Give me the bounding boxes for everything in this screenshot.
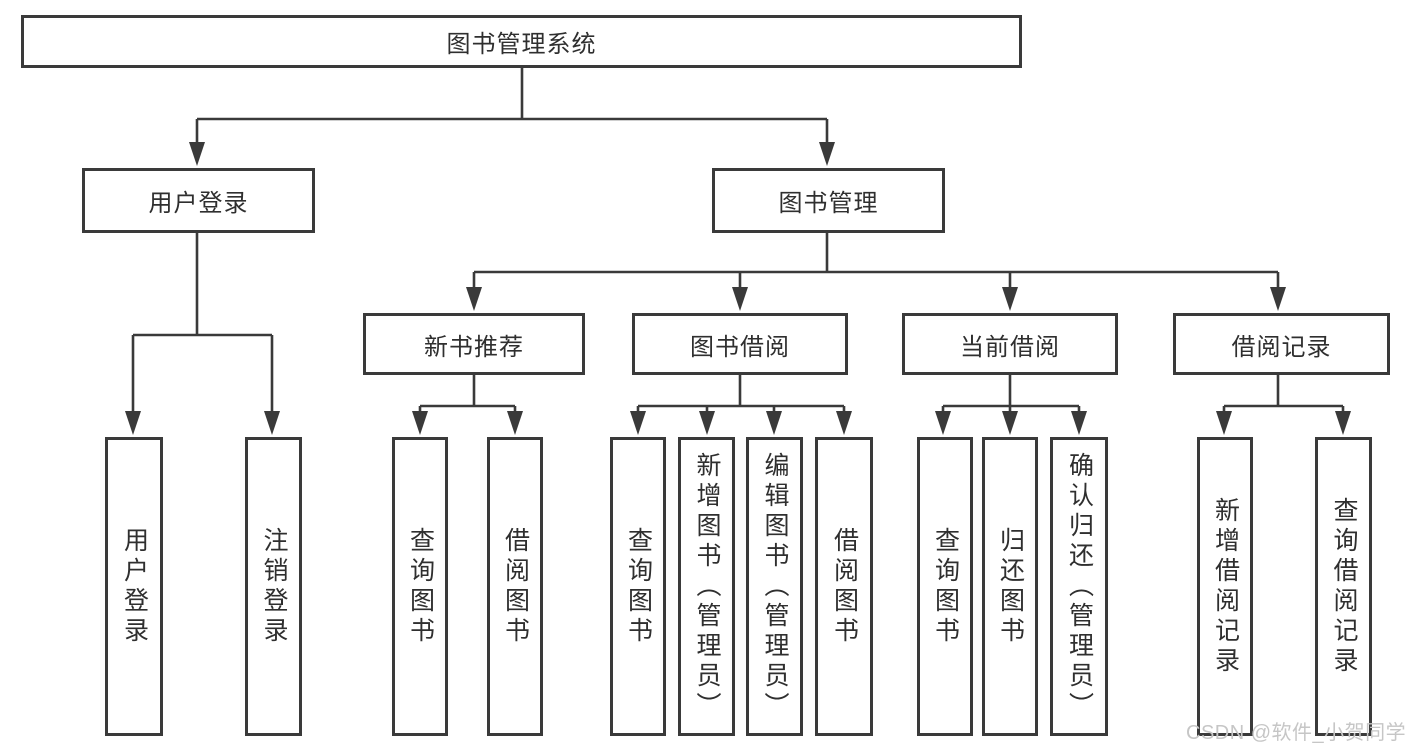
- leaf-borrow-add-book: 新增图书（管理员）: [678, 437, 735, 736]
- leaf-borrow-borrow-book-label: 借阅图书: [830, 526, 859, 647]
- arrowheads: [125, 142, 1351, 435]
- leaf-borrow-query-book: 查询图书: [610, 437, 666, 736]
- leaf-record-query-record-label: 查询借阅记录: [1330, 496, 1358, 677]
- leaf-logout-login: 注销登录: [245, 437, 302, 736]
- leaf-borrow-edit-book-label: 编辑图书（管理员）: [761, 451, 789, 722]
- leaf-current-query-book: 查询图书: [917, 437, 973, 736]
- node-root-label: 图书管理系统: [446, 31, 597, 58]
- leaf-borrow-query-book-label: 查询图书: [624, 526, 653, 647]
- node-new-book-recommend-label: 新书推荐: [424, 333, 524, 361]
- leaf-record-add-record-label: 新增借阅记录: [1211, 496, 1240, 677]
- leaf-current-return-book-label: 归还图书: [996, 526, 1025, 647]
- node-current-borrow-label: 当前借阅: [960, 333, 1060, 361]
- node-new-book-recommend: 新书推荐: [363, 313, 585, 375]
- leaf-recommend-query-book: 查询图书: [392, 437, 448, 736]
- node-book-management: 图书管理: [712, 168, 945, 233]
- node-book-management-label: 图书管理: [778, 190, 879, 217]
- leaf-record-add-record: 新增借阅记录: [1197, 437, 1253, 736]
- node-current-borrow: 当前借阅: [902, 313, 1118, 375]
- leaf-user-login: 用户登录: [105, 437, 163, 736]
- node-root: 图书管理系统: [21, 15, 1022, 68]
- leaf-recommend-query-book-label: 查询图书: [406, 526, 435, 647]
- node-book-borrow: 图书借阅: [632, 313, 848, 375]
- node-borrow-record: 借阅记录: [1173, 313, 1390, 375]
- leaf-recommend-borrow-book: 借阅图书: [487, 437, 543, 736]
- csdn-watermark: CSDN @软件_小贺同学: [1186, 722, 1405, 744]
- leaf-logout-login-label: 注销登录: [260, 526, 288, 647]
- leaf-current-return-book: 归还图书: [982, 437, 1038, 736]
- leaf-borrow-add-book-label: 新增图书（管理员）: [693, 451, 721, 722]
- leaf-current-confirm-return: 确认归还（管理员）: [1050, 437, 1108, 736]
- node-borrow-record-label: 借阅记录: [1231, 333, 1332, 361]
- leaf-current-query-book-label: 查询图书: [931, 526, 960, 647]
- leaf-current-confirm-return-label: 确认归还（管理员）: [1065, 451, 1094, 722]
- leaf-recommend-borrow-book-label: 借阅图书: [501, 526, 530, 647]
- leaf-record-query-record: 查询借阅记录: [1315, 437, 1372, 736]
- leaf-user-login-label: 用户登录: [120, 526, 149, 647]
- leaf-borrow-borrow-book: 借阅图书: [815, 437, 873, 736]
- node-user-login: 用户登录: [82, 168, 315, 233]
- leaf-borrow-edit-book: 编辑图书（管理员）: [746, 437, 803, 736]
- node-user-login-label: 用户登录: [148, 190, 249, 217]
- node-book-borrow-label: 图书借阅: [690, 333, 790, 361]
